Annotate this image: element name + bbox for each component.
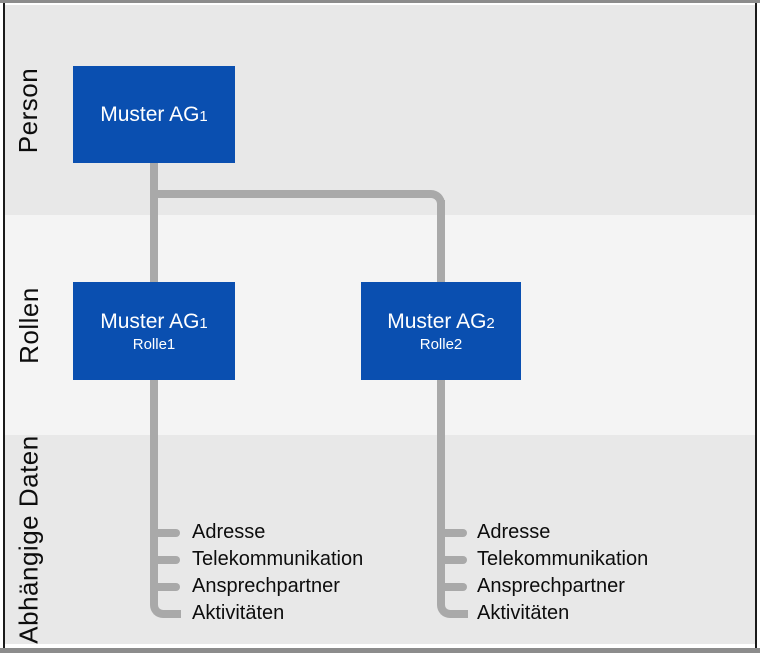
frame-border-left — [3, 3, 5, 648]
node-title-subscript: 1 — [199, 107, 208, 125]
dependent-item-telekommunikation: Telekommunikation — [192, 548, 364, 570]
connector-trunk-left — [150, 160, 181, 618]
band-label-abhaengige-daten-text: Abhängige Daten — [13, 435, 44, 644]
connector-branch-person-to-role2 — [154, 190, 445, 228]
connector-stub-left-ansprechpartner — [151, 583, 180, 591]
dependent-data-list-left: Adresse Telekommunikation Ansprechpartne… — [192, 519, 422, 627]
connector-stub-right-telekommunikation — [438, 556, 467, 564]
dependent-item-adresse: Adresse — [477, 521, 551, 543]
node-title-subscript: 1 — [199, 314, 208, 332]
node-title: Muster AG1 — [100, 309, 208, 335]
dependent-item-telekommunikation: Telekommunikation — [477, 548, 649, 570]
node-role-muster-ag1-rolle1: Muster AG1 Rolle1 — [73, 282, 235, 380]
node-role-muster-ag2-rolle2: Muster AG2 Rolle2 — [361, 282, 521, 380]
dependent-item-ansprechpartner: Ansprechpartner — [192, 575, 340, 597]
connector-stub-right-ansprechpartner — [438, 583, 467, 591]
band-abhaengige-daten: Abhängige Daten — [5, 435, 755, 644]
dependent-data-list-right: Adresse Telekommunikation Ansprechpartne… — [477, 519, 707, 627]
dependent-item-aktivitaeten: Aktivitäten — [477, 602, 570, 624]
band-label-person-text: Person — [13, 67, 44, 153]
node-title: Muster AG2 — [387, 309, 495, 335]
frame-border-top — [0, 0, 760, 3]
node-person-muster-ag1: Muster AG1 — [73, 66, 235, 163]
connector-stub-left-telekommunikation — [151, 556, 180, 564]
node-title-subscript: 2 — [486, 314, 495, 332]
dependent-item-aktivitaeten: Aktivitäten — [192, 602, 285, 624]
connector-stub-right-adresse — [438, 529, 467, 537]
node-subtitle: Rolle1 — [132, 335, 176, 353]
connector-trunk-right — [437, 200, 468, 618]
node-subtitle: Rolle2 — [419, 335, 463, 353]
band-label-abhaengige-daten: Abhängige Daten — [5, 435, 53, 644]
frame-border-right — [755, 3, 757, 648]
band-label-person: Person — [5, 5, 53, 215]
dependent-item-adresse: Adresse — [192, 521, 266, 543]
node-title-text: Muster AG — [100, 102, 200, 126]
band-label-rollen-text: Rollen — [13, 286, 44, 364]
node-title-text: Muster AG — [387, 309, 487, 333]
connector-stub-left-adresse — [151, 529, 180, 537]
node-title-text: Muster AG — [100, 309, 200, 333]
node-title: Muster AG1 — [100, 102, 208, 128]
band-label-rollen: Rollen — [5, 215, 53, 435]
dependent-item-ansprechpartner: Ansprechpartner — [477, 575, 625, 597]
frame-border-bottom — [0, 648, 760, 653]
